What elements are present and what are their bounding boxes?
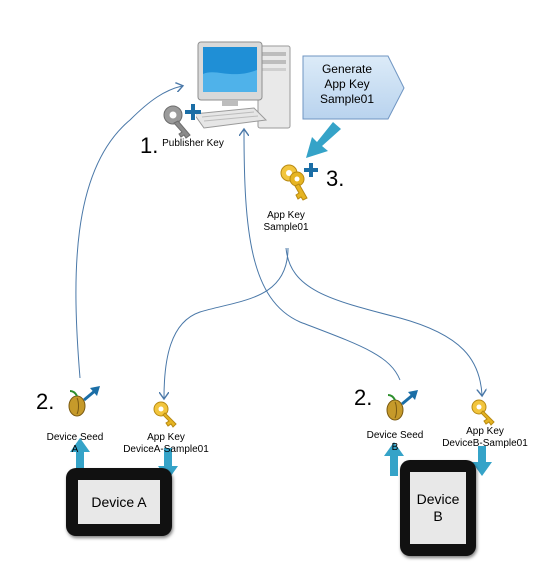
device-seed-b-icon	[386, 390, 418, 421]
device-seed-a-line-1: Device Seed	[46, 432, 104, 443]
thick-arrow-device-b-to-seed	[384, 442, 404, 476]
callout-line-1: Generate	[321, 62, 373, 76]
device-seed-a-label: Device Seed A	[40, 432, 110, 456]
app-key-device-b-line-2: DeviceB-Sample01	[442, 438, 528, 449]
app-key-label-line-1: App Key	[267, 210, 305, 221]
callout-line-2: App Key	[324, 77, 370, 91]
generate-callout-text: Generate App Key Sample01	[308, 62, 386, 107]
device-b: Device B	[400, 460, 476, 556]
device-b-line-2: B	[433, 508, 443, 524]
device-b-screen: Device B	[410, 472, 466, 544]
device-seed-a-icon	[68, 386, 100, 417]
thick-arrow-device-a-to-seed	[70, 438, 90, 470]
connector-appkey-to-device-b	[285, 247, 482, 395]
generate-callout-shape	[302, 55, 405, 120]
thick-arrow-callout-to-appkey	[306, 122, 341, 158]
publisher-key-icon	[163, 104, 201, 139]
app-key-device-a-label: App Key DeviceA-Sample01	[110, 432, 222, 456]
publisher-key-label: Publisher Key	[162, 138, 224, 149]
app-key-icon	[280, 163, 318, 201]
app-key-device-a-line-1: App Key	[147, 432, 185, 443]
step-two-a-marker: 2.	[36, 389, 55, 414]
device-seed-b-line-2: B	[391, 442, 399, 453]
thick-arrow-appkey-b-to-device	[472, 446, 492, 476]
step-two-b-marker: 2.	[354, 385, 373, 410]
callout-line-3: Sample01	[319, 92, 375, 106]
connector-seed-b-to-computer	[244, 130, 401, 381]
app-key-device-b-label: App Key DeviceB-Sample01	[430, 426, 540, 450]
step-three-marker: 3.	[326, 166, 345, 191]
device-b-line-1: Device	[416, 491, 460, 507]
app-key-label: App Key Sample01	[246, 210, 326, 234]
app-key-device-b-icon	[471, 399, 495, 426]
device-a-screen: Device A	[78, 480, 160, 524]
device-seed-b-line-1: Device Seed	[366, 430, 424, 441]
connector-seed-a-to-computer	[75, 86, 182, 379]
app-key-device-a-line-2: DeviceA-Sample01	[123, 444, 209, 455]
device-seed-a-line-2: A	[71, 444, 79, 455]
device-a-label: Device A	[91, 493, 147, 510]
connector-appkey-to-device-a	[164, 247, 289, 398]
app-key-label-line-2: Sample01	[263, 222, 309, 233]
step-one-marker: 1.	[140, 133, 159, 158]
device-a: Device A	[66, 468, 172, 536]
app-key-device-a-icon	[153, 401, 177, 428]
device-seed-b-label: Device Seed B	[360, 430, 430, 454]
computer-icon	[196, 41, 291, 129]
app-key-device-b-line-1: App Key	[466, 426, 504, 437]
